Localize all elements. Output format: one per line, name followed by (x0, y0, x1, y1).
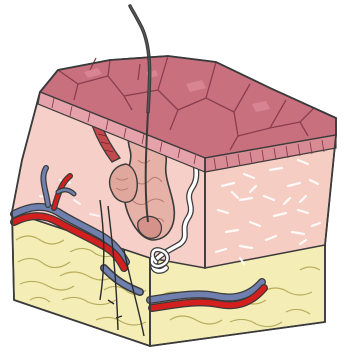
sebaceous-gland (110, 164, 138, 202)
